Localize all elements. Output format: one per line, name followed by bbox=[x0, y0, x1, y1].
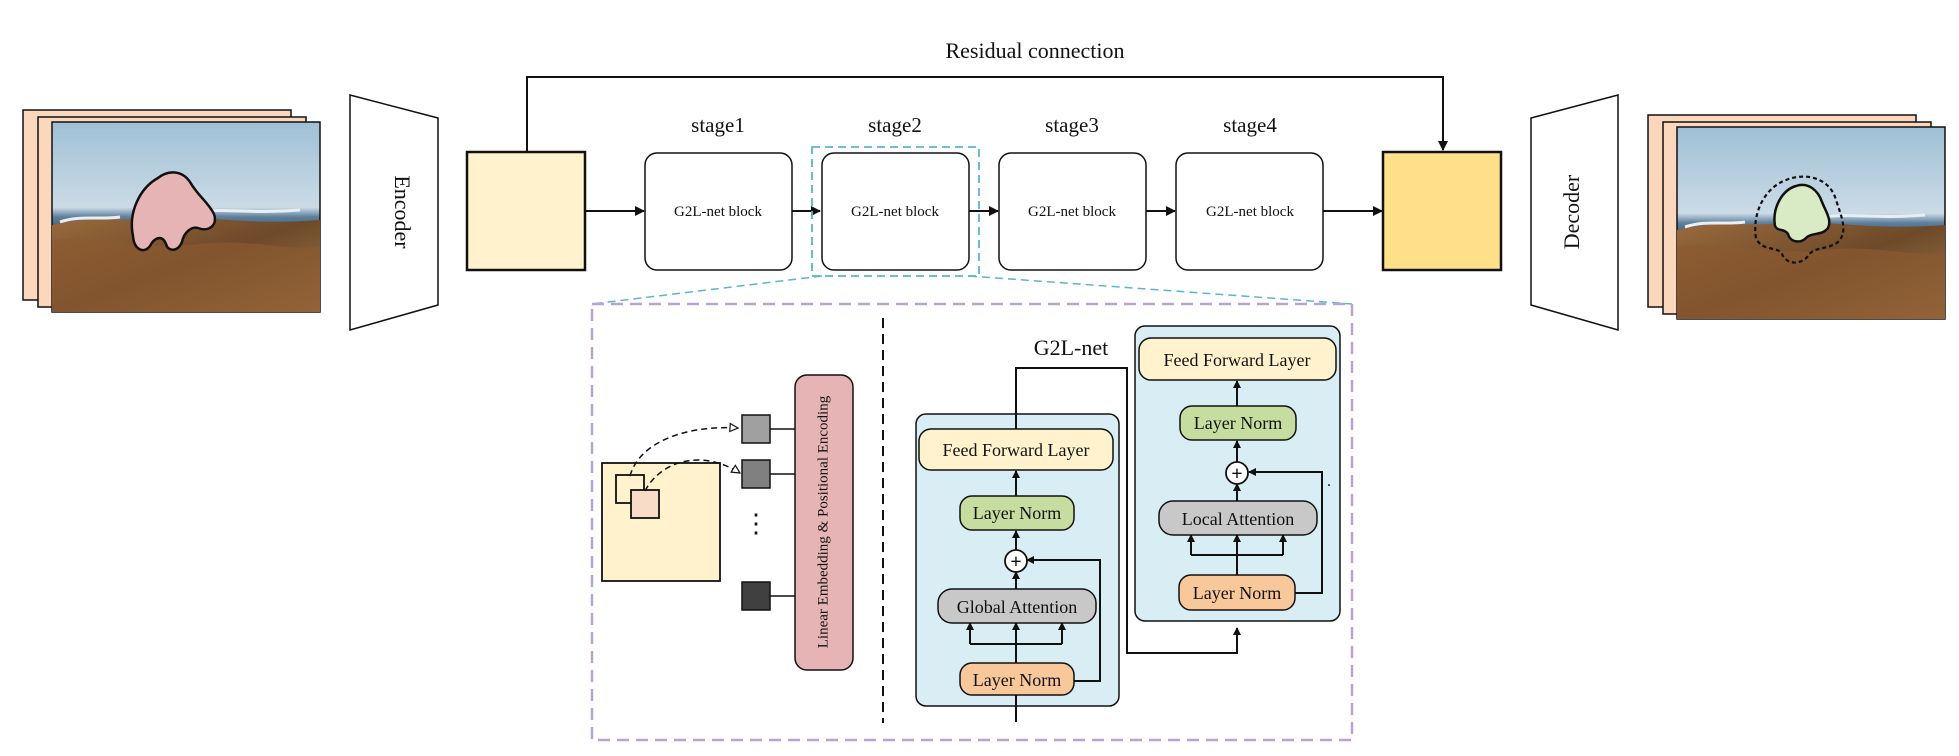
patch-embedding-section: ⋮ Linear Embedding & Positional Encoding bbox=[601, 374, 854, 671]
zoom-connector-left bbox=[591, 275, 823, 305]
input-object-mask bbox=[130, 171, 217, 252]
branch-connector bbox=[1015, 367, 1241, 654]
predicted-region-outline bbox=[1754, 175, 1845, 264]
local-ffn-label: Feed Forward Layer bbox=[1164, 350, 1311, 370]
detail-panel-frame bbox=[590, 302, 1354, 742]
output-photo bbox=[1676, 126, 1946, 320]
g2lnet-title: G2L-net bbox=[1034, 335, 1109, 360]
local-ffn-block bbox=[1138, 337, 1337, 381]
output-object-mask bbox=[1773, 183, 1831, 243]
token-square-1 bbox=[741, 414, 771, 444]
global-attention-label: Global Attention bbox=[957, 597, 1078, 617]
token-ellipsis: ⋮ bbox=[743, 509, 769, 538]
encoded-feature-map bbox=[465, 150, 587, 272]
stage2-highlight bbox=[811, 146, 980, 277]
local-dot-mark: . bbox=[1327, 473, 1331, 490]
stage2-title: stage2 bbox=[868, 113, 922, 137]
token-square-n bbox=[741, 581, 771, 611]
decoded-feature-map bbox=[1381, 150, 1503, 272]
stage2-block-label: G2L-net block bbox=[851, 204, 939, 220]
local-residual-skip bbox=[1248, 468, 1323, 594]
global-layer-norm-bottom-label: Layer Norm bbox=[973, 670, 1061, 690]
residual-connection-line bbox=[526, 76, 1448, 152]
output-image-stack bbox=[1647, 114, 1946, 320]
decoder-block: Decoder bbox=[1530, 94, 1619, 331]
encoder-label: Encoder bbox=[390, 175, 415, 249]
stage3-title: stage3 bbox=[1045, 113, 1099, 137]
local-layer-norm-top-label: Layer Norm bbox=[1194, 413, 1282, 433]
decoder-label: Decoder bbox=[1559, 174, 1584, 249]
stage1-title: stage1 bbox=[691, 113, 745, 137]
patch-window-b bbox=[630, 489, 660, 519]
global-add-icon-plus: + bbox=[1010, 551, 1021, 573]
global-attention-branch: Layer Norm Global Attention + Layer Norm… bbox=[915, 413, 1120, 722]
patch-dashed-arrow-2 bbox=[644, 459, 740, 492]
stage4-block-label: G2L-net block bbox=[1206, 204, 1294, 220]
global-layer-norm-top-label: Layer Norm bbox=[973, 503, 1061, 523]
residual-connection-label: Residual connection bbox=[945, 38, 1124, 63]
patch-dashed-arrow-1 bbox=[629, 428, 738, 477]
global-residual-skip bbox=[1026, 556, 1101, 682]
embedding-block bbox=[794, 374, 854, 671]
stage4-title: stage4 bbox=[1223, 113, 1277, 137]
local-layer-norm-bottom-label: Layer Norm bbox=[1193, 583, 1281, 603]
encoder-block: Encoder bbox=[349, 94, 439, 331]
stage1-block-label: G2L-net block bbox=[674, 204, 762, 220]
local-attention-label: Local Attention bbox=[1182, 509, 1294, 529]
local-attention-branch: Layer Norm . Local Attention + Layer Nor… bbox=[1134, 325, 1341, 622]
zoom-connector-right bbox=[968, 275, 1353, 305]
embedding-label: Linear Embedding & Positional Encoding bbox=[815, 395, 831, 648]
local-add-icon-plus: + bbox=[1231, 463, 1242, 485]
token-square-2 bbox=[741, 459, 771, 489]
input-image-stack bbox=[22, 109, 321, 313]
global-ffn-label: Feed Forward Layer bbox=[943, 440, 1090, 460]
stage3-block-label: G2L-net block bbox=[1028, 204, 1116, 220]
